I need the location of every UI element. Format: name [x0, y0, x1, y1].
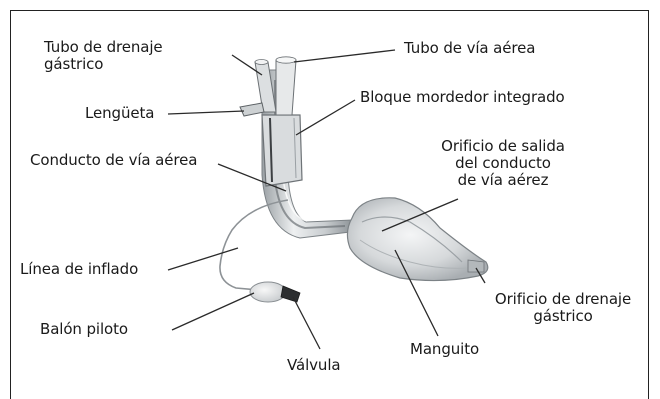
label-airway-tube: Tubo de vía aérea: [404, 40, 535, 57]
label-tab: Lengüeta: [85, 105, 154, 122]
label-pilot-balloon: Balón piloto: [40, 321, 128, 338]
label-airway-conduit: Conducto de vía aérea: [30, 152, 197, 169]
tab: [240, 103, 264, 116]
pilot-balloon: [250, 282, 286, 302]
label-inflation-line: Línea de inflado: [20, 261, 138, 278]
label-gastric-tube: Tubo de drenaje gástrico: [44, 39, 163, 73]
valve: [281, 286, 300, 302]
label-valve: Válvula: [287, 357, 341, 374]
label-airway-outlet: Orificio de salida del conducto de vía a…: [418, 138, 588, 189]
label-cuff: Manguito: [410, 341, 479, 358]
label-gastric-port: Orificio de drenaje gástrico: [478, 291, 648, 325]
airway-tube-end: [276, 60, 296, 115]
label-bite-block: Bloque mordedor integrado: [360, 89, 565, 106]
